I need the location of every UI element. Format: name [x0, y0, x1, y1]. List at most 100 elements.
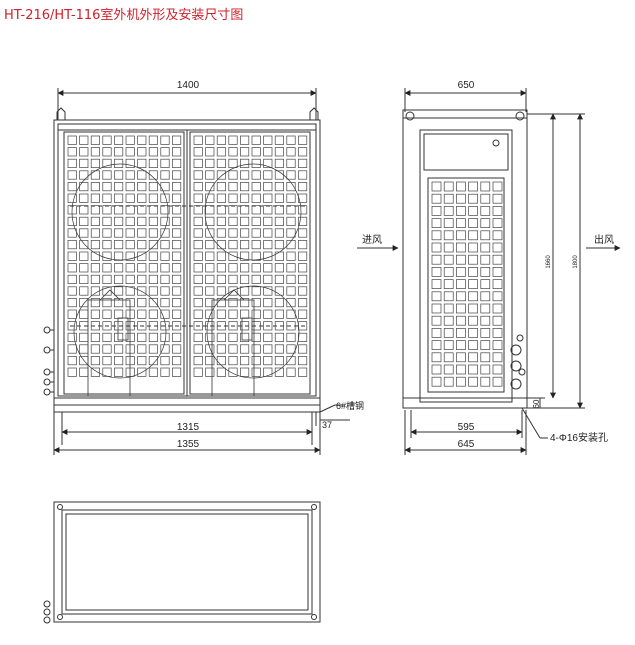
- grille-cell: [160, 170, 170, 180]
- grille-cell: [160, 251, 170, 261]
- grille-cell: [102, 182, 112, 192]
- grille-cell: [468, 267, 478, 277]
- grille-cell: [431, 242, 442, 253]
- grille-cell: [160, 321, 170, 331]
- grille-cell: [251, 135, 261, 145]
- grille-cell: [492, 267, 503, 277]
- grille-cell: [137, 135, 147, 145]
- grille-cell: [240, 135, 250, 145]
- grille-cell: [274, 321, 284, 331]
- grille-cell: [492, 218, 503, 228]
- grille-cell: [240, 298, 250, 308]
- grille-cell: [468, 193, 478, 204]
- grille-cell: [443, 230, 454, 241]
- grille-cell: [456, 230, 466, 241]
- grille-cell: [193, 298, 203, 308]
- grille-cell: [90, 193, 100, 203]
- grille-cell: [148, 309, 158, 319]
- grille-cell: [160, 147, 170, 157]
- grille-cell: [456, 364, 466, 375]
- grille-cell: [114, 182, 124, 192]
- grille-cell: [193, 158, 203, 168]
- grille-cell: [205, 147, 215, 157]
- grille-cell: [160, 309, 170, 319]
- grille-cell: [251, 216, 261, 226]
- grille-cell: [431, 328, 442, 338]
- grille-cell: [480, 376, 491, 387]
- grille-cell: [492, 279, 503, 289]
- grille-cell: [492, 291, 503, 302]
- grille-cell: [160, 332, 170, 342]
- grille-cell: [480, 254, 491, 265]
- grille-cell: [79, 367, 89, 377]
- grille-cell: [67, 298, 77, 308]
- grille-cell: [274, 182, 284, 192]
- grille-cell: [443, 193, 454, 204]
- grille-cell: [205, 135, 215, 145]
- grille-cell: [102, 216, 112, 226]
- grille-cell: [431, 206, 442, 216]
- grille-cell: [298, 193, 308, 203]
- grille-cell: [286, 193, 296, 203]
- grille-cell: [298, 274, 308, 284]
- grille-cell: [251, 286, 261, 296]
- grille-cell: [263, 158, 273, 168]
- grille-cell: [274, 170, 284, 180]
- grille-cell: [298, 182, 308, 192]
- grille-cell: [228, 274, 238, 284]
- grille-cell: [240, 228, 250, 238]
- side-pipe-connections: [510, 334, 526, 390]
- grille-cell: [125, 193, 135, 203]
- grille-cell: [216, 274, 226, 284]
- grille-cell: [137, 158, 147, 168]
- grille-cell: [193, 263, 203, 273]
- grille-cell: [263, 193, 273, 203]
- grille-cell: [492, 315, 503, 326]
- grille-cell: [160, 182, 170, 192]
- grille-cell: [240, 367, 250, 377]
- grille-cell: [90, 216, 100, 226]
- grille-cell: [480, 181, 491, 192]
- grille-cell: [456, 328, 466, 338]
- grille-cell: [443, 254, 454, 265]
- grille-cell: [286, 367, 296, 377]
- grille-cell: [298, 251, 308, 261]
- grille-cell: [431, 291, 442, 302]
- grille-cell: [263, 147, 273, 157]
- grille-cell: [443, 340, 454, 350]
- grille-cell: [90, 251, 100, 261]
- grille-cell: [431, 267, 442, 277]
- grille-cell: [148, 158, 158, 168]
- grille-cell: [148, 332, 158, 342]
- grille-cell: [125, 158, 135, 168]
- grille-cell: [160, 135, 170, 145]
- grille-cell: [172, 251, 182, 261]
- grille-cell: [102, 321, 112, 331]
- grille-cell: [205, 205, 215, 215]
- grille-cell: [468, 352, 478, 363]
- grille-cell: [137, 228, 147, 238]
- grille-cell: [102, 298, 112, 308]
- grille-cell: [172, 147, 182, 157]
- grille-cell: [205, 367, 215, 377]
- grille-cell: [492, 364, 503, 375]
- grille-cell: [102, 135, 112, 145]
- grille-cell: [125, 170, 135, 180]
- grille-cell: [228, 135, 238, 145]
- grille-cell: [298, 158, 308, 168]
- grille-cell: [251, 170, 261, 180]
- grille-cell: [492, 230, 503, 241]
- grille-cell: [240, 286, 250, 296]
- grille-cell: [67, 228, 77, 238]
- grille-cell: [286, 170, 296, 180]
- grille-cell: [90, 286, 100, 296]
- grille-cell: [125, 367, 135, 377]
- grille-cell: [492, 193, 503, 204]
- grille-cell: [274, 228, 284, 238]
- grille-cell: [125, 309, 135, 319]
- grille-cell: [480, 267, 491, 277]
- grille-cell: [79, 147, 89, 157]
- grille-cell: [274, 367, 284, 377]
- grille-cell: [456, 206, 466, 216]
- grille-cell: [172, 170, 182, 180]
